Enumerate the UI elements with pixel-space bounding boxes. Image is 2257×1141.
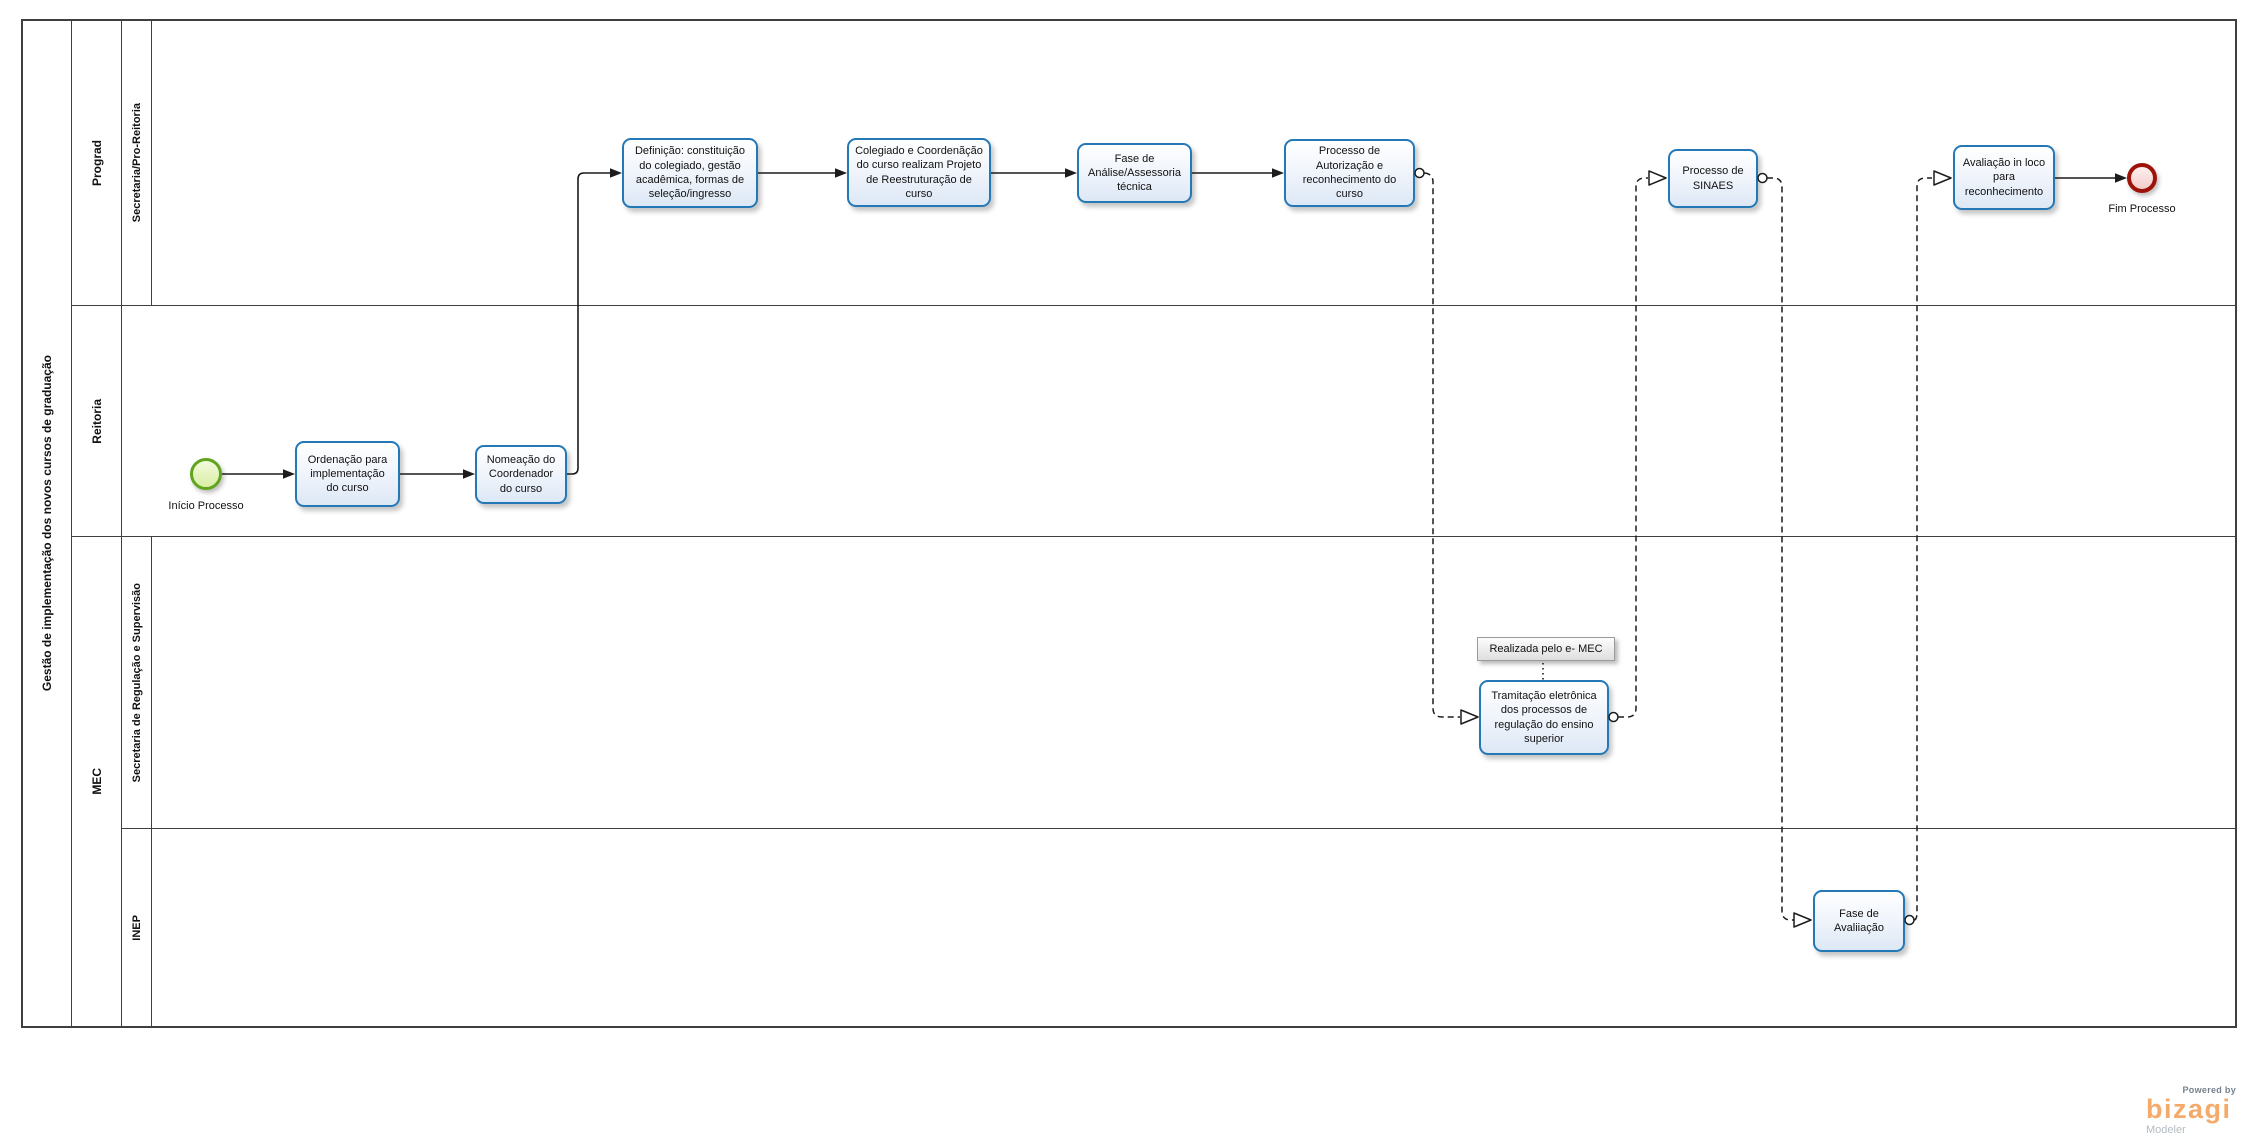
flow-avaliacao-to-fim[interactable] [2055,173,2127,183]
flow-definicao-to-colegiado[interactable] [758,168,847,178]
end-event[interactable] [2127,163,2157,193]
lanes: Prograd Secretaria/Pro-Reitoria Reitoria… [72,21,2235,1026]
task-colegiado-label: Colegiado e Coordenãção do curso realiza… [855,144,983,200]
flow-start-to-ordenacao[interactable] [222,469,295,479]
task-fase-avaliacao-label: Fase de Avaliiação [1834,907,1884,934]
lane-mec-label-cell: MEC [72,537,122,1026]
modeler-text: Modeler [2146,1124,2186,1136]
sublane-regulacao-label-cell: Secretaria de Regulação e Supervisão [122,537,152,828]
task-sinaes-label: Processo de SINAES [1682,165,1744,192]
sublane-secretaria-pro-reitoria-label-cell: Secretaria/Pro-Reitoria [122,21,152,305]
task-ordenacao-label: Ordenação para implementação do curso [307,453,388,495]
lane-reitoria[interactable]: Reitoria [72,306,2235,537]
pool-title-cell: Gestão de implementação dos novos cursos… [23,21,72,1026]
bizagi-watermark: Powered by bizagi Modeler [2146,1085,2236,1136]
start-event[interactable] [190,458,222,490]
task-fase-avaliacao[interactable]: Fase de Avaliiação [1813,890,1905,952]
message-autorizacao-to-tramitacao[interactable] [1414,167,1479,725]
message-sinaes-to-fase-avaliacao[interactable] [1757,172,1812,928]
task-autorizacao-label: Processo de Autorização e reconhecimento… [1302,145,1397,201]
powered-by-text: Powered by [2182,1085,2236,1095]
message-tramitacao-to-sinaes[interactable] [1608,170,1667,723]
sublane-regulacao-supervisao[interactable]: Secretaria de Regulação e Supervisão [122,537,2235,829]
pool[interactable]: Gestão de implementação dos novos cursos… [21,19,2237,1028]
message-fase-avaliacao-to-avaliacao-in-loco[interactable] [1904,170,1952,926]
task-colegiado[interactable]: Colegiado e Coordenãção do curso realiza… [847,138,991,207]
bizagi-logo-text: bizagi [2146,1094,2232,1124]
task-tramitacao-label: Tramitação eletrônica dos processos de r… [1491,689,1597,745]
flow-analise-to-autorizacao[interactable] [1192,168,1284,178]
task-nomeacao-label: Nomeação do Coordenador do curso [486,454,556,495]
task-avaliacao-in-loco[interactable]: Avaliação in loco para reconhecimento [1953,145,2055,210]
task-autorizacao[interactable]: Processo de Autorização e reconhecimento… [1284,139,1415,207]
task-definicao[interactable]: Definição: constituição do colegiado, ge… [622,138,758,208]
end-event-label: Fim Processo [2108,203,2176,215]
flow-nomeacao-to-definicao[interactable] [567,168,622,475]
lane-mec-sublanes: Secretaria de Regulação e Supervisão INE… [122,537,2235,1026]
flow-ordenacao-to-nomeacao[interactable] [400,469,475,479]
task-definicao-label: Definição: constituição do colegiado, ge… [634,145,746,201]
lane-prograd[interactable]: Prograd Secretaria/Pro-Reitoria [72,21,2235,306]
sublane-inep-label-cell: INEP [122,829,152,1026]
task-nomeacao[interactable]: Nomeação do Coordenador do curso [475,445,567,504]
annotation-realizada-pelo-emec[interactable]: Realizada pelo e- MEC [1477,637,1615,661]
annotation-text: Realizada pelo e- MEC [1489,643,1603,655]
task-ordenacao[interactable]: Ordenação para implementação do curso [295,441,400,507]
task-analise-label: Fase de Análise/Assessoria técnica [1088,152,1181,194]
flow-colegiado-to-analise[interactable] [991,168,1077,178]
lane-prograd-label-cell: Prograd [72,21,122,305]
start-event-label: Início Processo [168,500,244,512]
task-tramitacao[interactable]: Tramitação eletrônica dos processos de r… [1479,680,1609,755]
task-analise[interactable]: Fase de Análise/Assessoria técnica [1077,143,1192,203]
lane-mec[interactable]: MEC Secretaria de Regulação e Supervisão… [72,537,2235,1026]
sublane-inep[interactable]: INEP [122,829,2235,1026]
task-avaliacao-in-loco-label: Avaliação in loco para reconhecimento [1962,157,2046,198]
task-sinaes[interactable]: Processo de SINAES [1668,149,1758,208]
lane-reitoria-label-cell: Reitoria [72,306,122,536]
